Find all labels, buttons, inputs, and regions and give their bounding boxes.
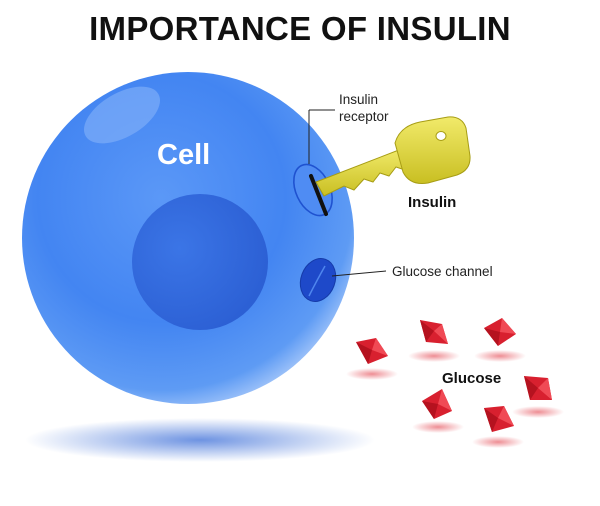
diagram-title: IMPORTANCE OF INSULIN [89, 10, 511, 47]
cell-label: Cell [157, 139, 210, 171]
insulin-key [315, 116, 471, 197]
insulin-receptor-label-line2: receptor [339, 109, 389, 124]
cell-shadow [25, 418, 375, 462]
glucose-label: Glucose [442, 370, 501, 387]
key-head [394, 116, 471, 184]
glucose-molecule [472, 406, 524, 448]
insulin-receptor-label-line1: Insulin [339, 92, 378, 107]
cell-highlight [84, 86, 160, 144]
glucose-molecule [512, 376, 564, 418]
glucose-molecule [346, 338, 398, 380]
key-hole [435, 131, 447, 141]
glucose-molecule [408, 320, 460, 362]
cell: Cell [22, 72, 354, 404]
channel-leader-line [331, 270, 387, 277]
glucose-molecule [474, 318, 526, 362]
nucleus [132, 194, 268, 330]
insulin-label: Insulin [408, 194, 456, 211]
glucose-channel-label: Glucose channel [392, 264, 493, 279]
glucose-molecule [412, 389, 464, 433]
glucose-channel [299, 258, 337, 302]
glucose-molecules [346, 318, 564, 448]
insulin-receptor [293, 163, 333, 217]
